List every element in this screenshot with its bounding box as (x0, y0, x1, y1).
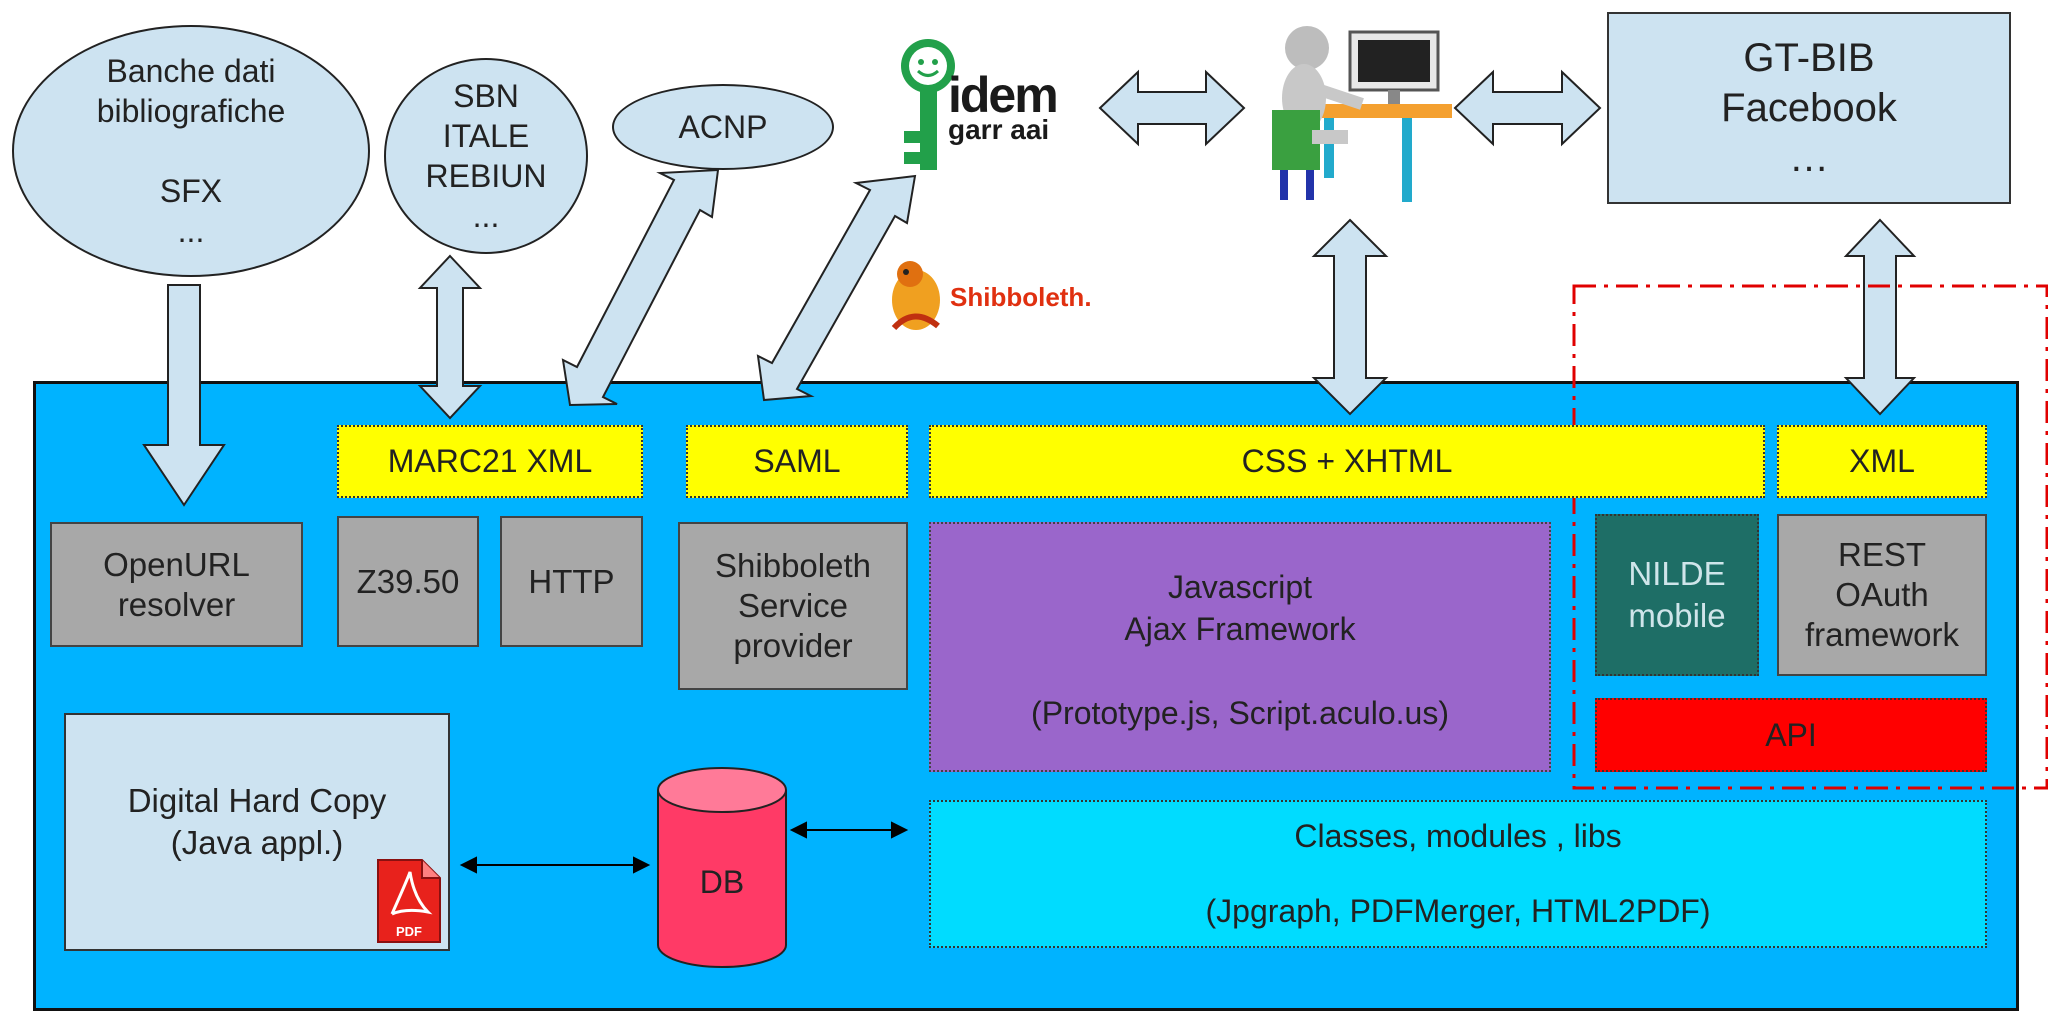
http-box: HTTP (500, 516, 643, 647)
arrow-gtbib-xml (1843, 218, 1917, 416)
nilde-mobile-box: NILDE mobile (1595, 514, 1759, 676)
acnp-node: ACNP (612, 84, 834, 170)
db-cylinder-icon (657, 767, 787, 968)
idem-logo-subtext: garr aai (948, 114, 1050, 145)
pdf-badge-label: PDF (396, 924, 422, 939)
arrow-idem-user (1098, 69, 1246, 147)
mobile-api-region (1572, 284, 2048, 790)
db-label: DB (699, 864, 745, 900)
api-box: API (1595, 698, 1987, 772)
classes-libs-box: Classes, modules , libs (Jpgraph, PDFMer… (929, 800, 1987, 948)
banche-dati-node: Banche dati bibliografiche SFX ... (12, 25, 370, 277)
arrow-user-css (1311, 218, 1389, 416)
sbn-node: SBN ITALE REBIUN ... (384, 58, 588, 254)
arrow-banche-openurl (142, 284, 226, 507)
user-computer-icon (1272, 26, 1452, 202)
openurl-resolver-box: OpenURL resolver (50, 522, 303, 647)
idem-logo-text: idem (948, 67, 1059, 123)
arrow-sbn-marc21 (417, 254, 483, 420)
gtbib-node: GT-BIB Facebook … (1607, 12, 2011, 204)
javascript-ajax-box: Javascript Ajax Framework (Prototype.js,… (929, 522, 1551, 772)
bar-xml: XML (1777, 425, 1987, 498)
pdf-file-icon: PDF (377, 859, 441, 943)
shibboleth-griffin-icon (891, 261, 940, 331)
classes-subtitle: (Jpgraph, PDFMerger, HTML2PDF) (1205, 893, 1711, 929)
rest-oauth-box: REST OAuth framework (1777, 514, 1987, 676)
idem-logo-icon (901, 39, 955, 170)
shibboleth-logo-text: Shibboleth. (950, 282, 1092, 312)
arrow-idem-saml (756, 174, 917, 402)
arrow-user-gtbib (1453, 69, 1602, 147)
z3950-box: Z39.50 (337, 516, 479, 647)
classes-title: Classes, modules , libs (1294, 818, 1622, 854)
bar-marc21-xml: MARC21 XML (337, 425, 643, 498)
arrow-acnp-marc21 (561, 168, 720, 407)
shibboleth-sp-box: Shibboleth Service provider (678, 522, 908, 690)
bar-saml: SAML (686, 425, 908, 498)
bar-css-xhtml: CSS + XHTML (929, 425, 1765, 498)
